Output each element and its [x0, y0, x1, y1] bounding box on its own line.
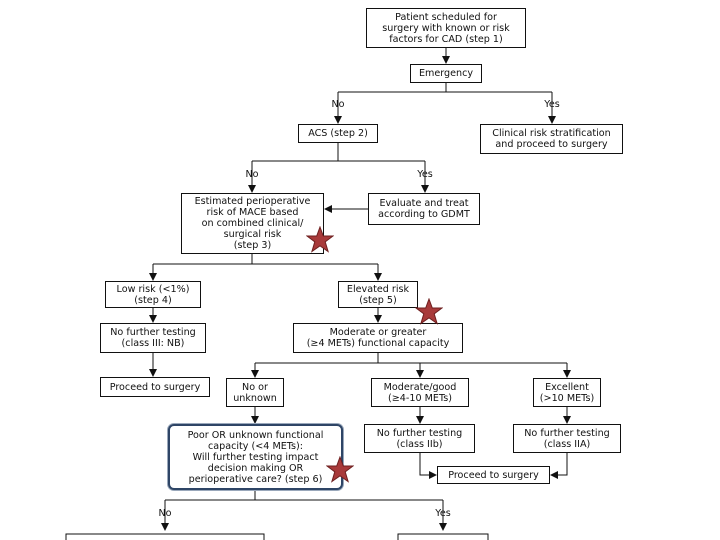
node-excellent: Excellent (>10 METs): [533, 378, 601, 407]
node-low-risk: Low risk (<1%) (step 4): [105, 281, 201, 308]
node-no-or-unknown: No or unknown: [226, 378, 284, 407]
label-step6-yes: Yes: [435, 508, 451, 519]
node-acs: ACS (step 2): [298, 124, 378, 143]
node-no-further-testing-class2b: No further testing (class IIb): [364, 424, 475, 453]
label-acs-yes: Yes: [417, 169, 433, 180]
label-emergency-yes: Yes: [544, 99, 560, 110]
star-icon-step5: [415, 298, 443, 325]
node-emergency: Emergency: [410, 64, 482, 83]
node-no-further-testing-class3: No further testing (class III: NB): [100, 323, 206, 353]
edge-class2a-to-proceed: [550, 453, 568, 479]
edge-capacity-branch: [255, 353, 567, 364]
node-evaluate-treat: Evaluate and treat according to GDMT: [368, 193, 480, 225]
node-no-further-testing-class2a: No further testing (class IIA): [513, 424, 621, 453]
edge-emergency-branch: [338, 83, 552, 93]
star-icon-step6: [326, 456, 354, 483]
label-emergency-no: No: [331, 99, 345, 110]
bottom-right-box-partial: [397, 533, 489, 540]
edge-step6-branch: [165, 490, 443, 501]
node-moderate-good: Moderate/good (≥4-10 METs): [371, 378, 469, 407]
node-proceed-to-surgery-left: Proceed to surgery: [100, 377, 210, 397]
edge-acs-branch: [252, 143, 425, 162]
star-icon-step3: [306, 226, 334, 253]
label-step6-no: No: [158, 508, 172, 519]
node-patient-scheduled: Patient scheduled for surgery with known…: [366, 8, 526, 48]
node-clinical-risk-stratification: Clinical risk stratification and proceed…: [480, 124, 623, 154]
label-acs-no: No: [245, 169, 259, 180]
edge-class2b-to-proceed: [419, 453, 437, 479]
node-elevated-risk: Elevated risk (step 5): [338, 281, 418, 308]
edge-estimated-branch: [153, 254, 378, 265]
node-proceed-to-surgery-right: Proceed to surgery: [437, 466, 550, 484]
bottom-left-box-partial: [65, 533, 265, 540]
node-poor-or-unknown-capacity: Poor OR unknown functional capacity (<4 …: [168, 424, 343, 490]
node-moderate-or-greater: Moderate or greater (≥4 METs) functional…: [293, 323, 463, 353]
node-estimated-risk: Estimated perioperative risk of MACE bas…: [181, 193, 324, 254]
